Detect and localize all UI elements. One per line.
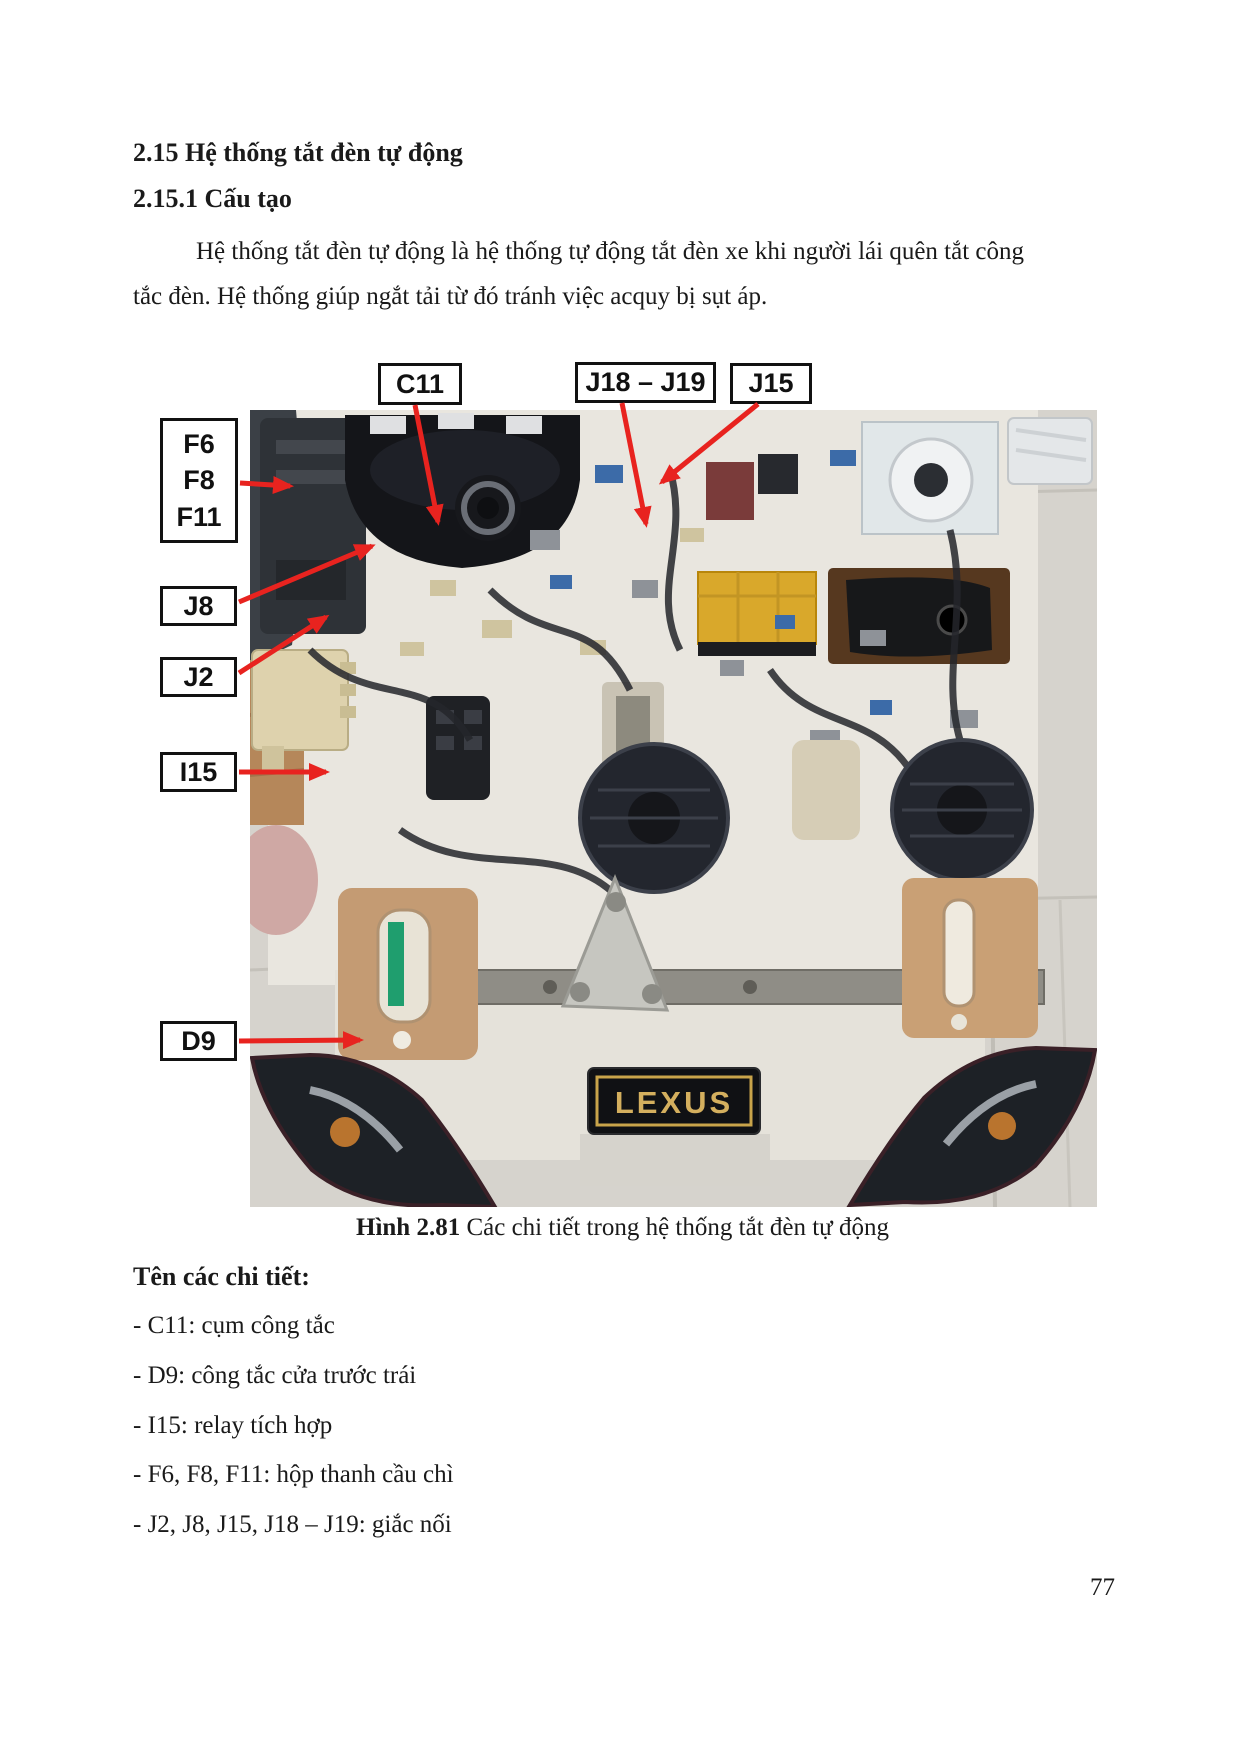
parts-list-item: - C11: cụm công tắc: [133, 1312, 335, 1339]
parts-list-item: - D9: công tắc cửa trước trái: [133, 1362, 417, 1389]
figure-caption-number: Hình 2.81: [356, 1214, 461, 1241]
figure-caption-text: Các chi tiết trong hệ thống tắt đèn tự đ…: [466, 1214, 889, 1241]
section-heading: 2.15 Hệ thống tắt đèn tự động: [133, 138, 463, 167]
parts-photo-illustration: LEXUS: [234, 409, 1098, 1210]
body-paragraph-line-1: Hệ thống tắt đèn tự động là hệ thống tự …: [196, 238, 1025, 265]
callout-label-f6-f8-f11: F6 F8 F11: [160, 418, 238, 543]
fuse-line-f8: F8: [183, 465, 215, 496]
callout-label-j2: J2: [160, 657, 237, 697]
fuse-line-f6: F6: [183, 428, 215, 459]
parts-list-title: Tên các chi tiết:: [133, 1262, 310, 1291]
callout-label-c11: C11: [378, 363, 462, 405]
callout-label-j8: J8: [160, 586, 237, 626]
callout-label-j18-j19: J18 – J19: [575, 362, 716, 403]
figure-caption: Hình 2.81 Các chi tiết trong hệ thống tắ…: [145, 1214, 1100, 1242]
callout-label-j15: J15: [730, 363, 812, 404]
parts-list-item: - F6, F8, F11: hộp thanh cầu chì: [133, 1461, 454, 1488]
callout-label-i15: I15: [160, 752, 237, 792]
subsection-heading: 2.15.1 Cấu tạo: [133, 184, 292, 213]
lexus-badge-text: LEXUS: [615, 1085, 733, 1120]
fuse-line-f11: F11: [176, 501, 222, 532]
parts-list-item: - J2, J8, J15, J18 – J19: giắc nối: [133, 1511, 452, 1538]
callout-label-d9: D9: [160, 1021, 237, 1061]
body-paragraph-line-2: tắc đèn. Hệ thống giúp ngắt tải từ đó tr…: [133, 283, 768, 310]
figure-photo: LEXUS: [234, 409, 1098, 1210]
parts-list-item: - I15: relay tích hợp: [133, 1412, 333, 1439]
page-number: 77: [1090, 1574, 1115, 1601]
